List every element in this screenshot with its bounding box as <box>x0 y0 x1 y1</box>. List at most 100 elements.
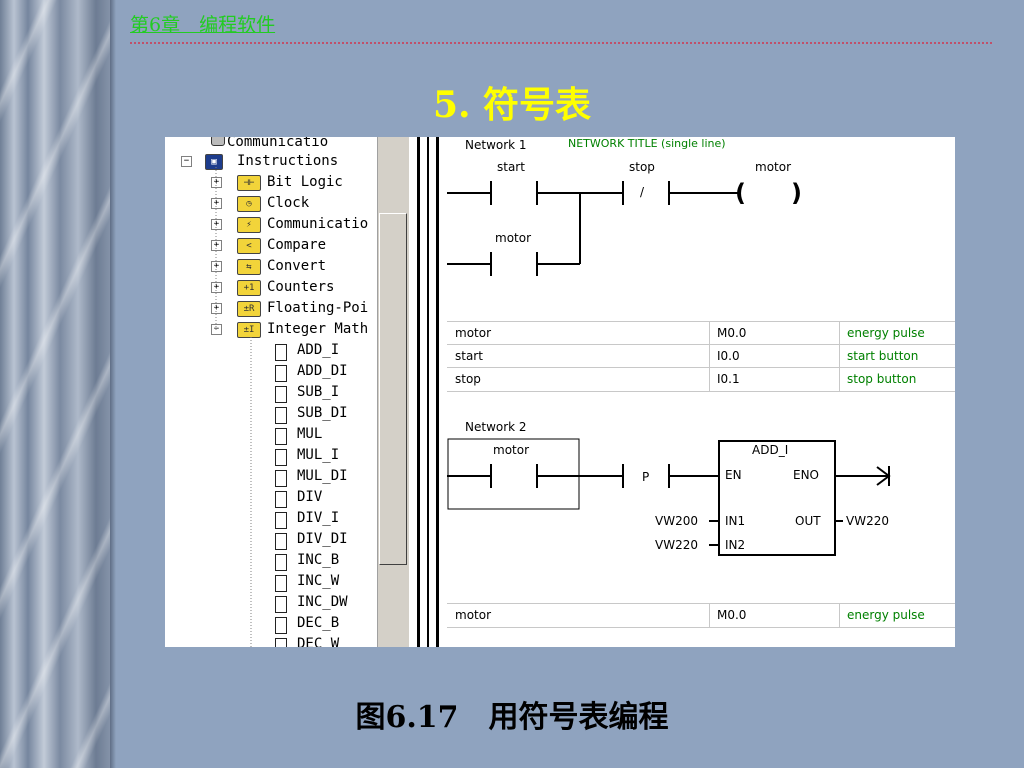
tree-leaf-label: MUL_DI <box>297 468 348 484</box>
floating-point-icon: ±R <box>237 301 261 317</box>
ladder-diagram: Network 1 NETWORK TITLE (single line) st… <box>447 137 891 556</box>
box-name: ADD_I <box>752 443 788 457</box>
symbol-name: motor <box>455 326 492 340</box>
symbol-table-row[interactable]: motor M0.0 energy pulse <box>447 603 955 628</box>
tree-leaf-label: INC_W <box>297 573 340 589</box>
instruction-box-icon <box>275 512 287 529</box>
tree-leaf-label: DIV <box>297 489 323 505</box>
positive-transition-mark: P <box>642 470 649 484</box>
coil-left-paren: ( <box>735 179 746 207</box>
figure-caption: 图6.17 用符号表编程 <box>355 700 669 735</box>
coil-motor-label: motor <box>755 160 791 174</box>
tree-leaf-label: DEC_B <box>297 615 340 631</box>
symbol-comment: energy pulse <box>847 608 925 622</box>
network-2-label: Network 2 <box>465 420 527 434</box>
symbol-name: stop <box>455 372 481 386</box>
in2-operand[interactable]: VW220 <box>655 538 698 552</box>
table-column-divider <box>709 321 710 391</box>
tree-item-instructions[interactable]: Instructions <box>237 151 338 172</box>
counters-icon: +1 <box>237 280 261 296</box>
network-2-contact-label: motor <box>493 443 529 457</box>
tree-item-label: Bit Logic <box>267 174 343 190</box>
tree-item-label: Integer Math <box>267 321 369 337</box>
tree-leaf-label: ADD_DI <box>297 363 348 379</box>
symbol-address: I0.0 <box>717 349 740 363</box>
tree-item-label: Convert <box>267 258 327 274</box>
tree-leaf-label: SUB_DI <box>297 405 348 421</box>
instruction-box-icon <box>275 533 287 550</box>
instruction-box-icon <box>275 638 287 647</box>
tree-item-communication-top[interactable]: Communicatio <box>227 137 328 153</box>
symbol-name: start <box>455 349 483 363</box>
instruction-box-icon <box>275 554 287 571</box>
instruction-box-icon <box>275 386 287 403</box>
instruction-box-icon <box>275 344 287 361</box>
symbol-comment: stop button <box>847 372 917 386</box>
symbol-address: M0.0 <box>717 326 747 340</box>
clock-icon: ◷ <box>237 196 261 212</box>
software-screenshot: Communicatio − ▣ Instructions + ⊣⊢ Bit L… <box>165 137 955 647</box>
tree-leaf-label: DIV_I <box>297 510 340 526</box>
chapter-heading[interactable]: 第6章 编程软件 <box>130 14 276 36</box>
splitter-line <box>427 137 429 647</box>
tree-leaf-label: DIV_DI <box>297 531 348 547</box>
instruction-box-icon <box>275 575 287 592</box>
bit-logic-icon: ⊣⊢ <box>237 175 261 191</box>
branch-contact-label: motor <box>495 231 531 245</box>
normally-closed-mark: / <box>640 185 645 199</box>
instruction-box-icon <box>275 596 287 613</box>
divider-line <box>130 42 992 44</box>
table-column-divider <box>839 603 840 627</box>
instruction-box-icon <box>275 470 287 487</box>
splitter-line <box>417 137 420 647</box>
table-column-divider <box>709 603 710 627</box>
tree-leaf-label: MUL <box>297 426 323 442</box>
box-en-label: EN <box>725 468 742 482</box>
symbol-table-row[interactable]: motor M0.0 energy pulse <box>447 321 955 345</box>
contact-stop-label: stop <box>629 160 655 174</box>
tree-leaf-label: INC_B <box>297 552 340 568</box>
instruction-tree[interactable]: Communicatio − ▣ Instructions + ⊣⊢ Bit L… <box>165 137 409 647</box>
contact-start-label: start <box>497 160 525 174</box>
communication-icon: ⚡ <box>237 217 261 233</box>
instruction-box-icon <box>275 407 287 424</box>
symbol-name: motor <box>455 608 492 622</box>
tree-item-label: Floating-Poi <box>267 300 369 316</box>
tree-item-label: Communicatio <box>227 137 329 150</box>
instruction-box-icon <box>275 491 287 508</box>
symbol-address: I0.1 <box>717 372 740 386</box>
compare-icon: < <box>237 238 261 254</box>
network-1-label: Network 1 <box>465 138 527 152</box>
integer-math-icon: ±I <box>237 322 261 338</box>
tree-leaf-label: ADD_I <box>297 342 340 358</box>
communication-node-icon <box>211 137 225 146</box>
instruction-box-icon <box>275 449 287 466</box>
ladder-editor[interactable]: Network 1 NETWORK TITLE (single line) st… <box>447 137 955 647</box>
tree-item-label: Communicatio <box>267 216 369 232</box>
tree-leaf-label: SUB_I <box>297 384 340 400</box>
tree-item-label: Counters <box>267 279 335 295</box>
tree-item-label: Instructions <box>237 153 339 169</box>
pane-splitter[interactable] <box>409 137 447 647</box>
table-column-divider <box>839 321 840 391</box>
tree-leaf-label: INC_DW <box>297 594 348 610</box>
selected-contact-box <box>447 438 580 510</box>
collapse-icon[interactable]: − <box>181 156 192 167</box>
add-i-box <box>718 440 836 556</box>
symbol-comment: energy pulse <box>847 326 925 340</box>
coil-right-paren: ) <box>791 179 802 207</box>
tree-leaf-label: MUL_I <box>297 447 340 463</box>
decorative-strip <box>0 0 116 768</box>
in1-operand[interactable]: VW200 <box>655 514 698 528</box>
network-1-title[interactable]: NETWORK TITLE (single line) <box>568 137 726 150</box>
instruction-box-icon <box>275 428 287 445</box>
symbol-table-row[interactable]: start I0.0 start button <box>447 344 955 368</box>
box-out-label: OUT <box>795 514 821 528</box>
tree-item-label: Compare <box>267 237 327 253</box>
power-rail <box>436 137 439 647</box>
symbol-table-row[interactable]: stop I0.1 stop button <box>447 367 955 392</box>
tree-connector-lines <box>215 167 252 647</box>
out-operand[interactable]: VW220 <box>846 514 889 528</box>
box-eno-label: ENO <box>793 468 819 482</box>
scrollbar-thumb[interactable] <box>379 213 407 565</box>
